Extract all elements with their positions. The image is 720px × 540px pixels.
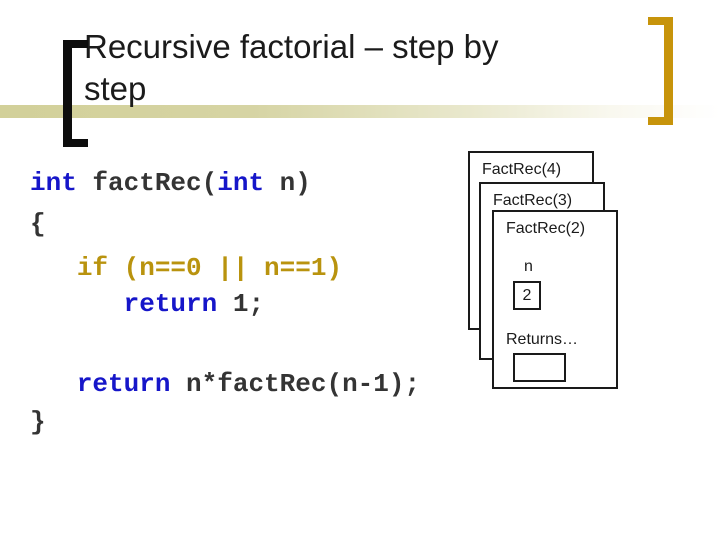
code-recursive-call: n*factRec(n-1); bbox=[170, 369, 421, 399]
code-indent bbox=[30, 289, 124, 319]
variable-value-box: 2 bbox=[513, 281, 541, 310]
code-line-if-condition: if (n==0 || n==1) bbox=[30, 253, 342, 283]
stack-frame-label: FactRec(3) bbox=[493, 192, 573, 209]
variable-name-label: n bbox=[524, 258, 533, 275]
code-keyword-return: return bbox=[76, 369, 171, 399]
code-if-condition: if (n==0 || n==1) bbox=[76, 253, 343, 283]
code-param-close: n) bbox=[264, 168, 311, 198]
code-return-base-value: 1; bbox=[217, 289, 265, 319]
code-line-return-recursive: return n*factRec(n-1); bbox=[30, 369, 420, 399]
slide-title-line-2: step bbox=[84, 70, 147, 107]
left-bracket-icon bbox=[63, 40, 88, 147]
stack-frame-factrec-2: FactRec(2) n 2 Returns… bbox=[492, 210, 618, 389]
code-line-open-brace: { bbox=[30, 209, 46, 239]
stack-frame-label: FactRec(2) bbox=[506, 220, 586, 237]
code-line-signature: int factRec(int n) bbox=[30, 168, 311, 198]
title-underline-rule bbox=[0, 105, 720, 118]
code-indent bbox=[30, 369, 77, 399]
right-bracket-icon bbox=[648, 17, 673, 125]
slide-title-line-1: Recursive factorial – step by bbox=[84, 28, 499, 65]
code-line-close-brace: } bbox=[30, 407, 46, 437]
code-keyword-return: return bbox=[123, 289, 218, 319]
code-keyword-int: int bbox=[30, 168, 77, 198]
return-value-box bbox=[513, 353, 566, 382]
returns-label: Returns… bbox=[506, 331, 579, 348]
slide-title: Recursive factorial – step by step bbox=[84, 26, 604, 110]
code-indent bbox=[30, 253, 77, 283]
code-function-name: factRec( bbox=[76, 168, 218, 198]
code-line-return-base: return 1; bbox=[30, 289, 264, 319]
code-open-brace: { bbox=[30, 209, 46, 239]
code-keyword-int-param: int bbox=[217, 168, 265, 198]
stack-frame-label: FactRec(4) bbox=[482, 161, 562, 178]
code-close-brace: } bbox=[30, 407, 46, 437]
